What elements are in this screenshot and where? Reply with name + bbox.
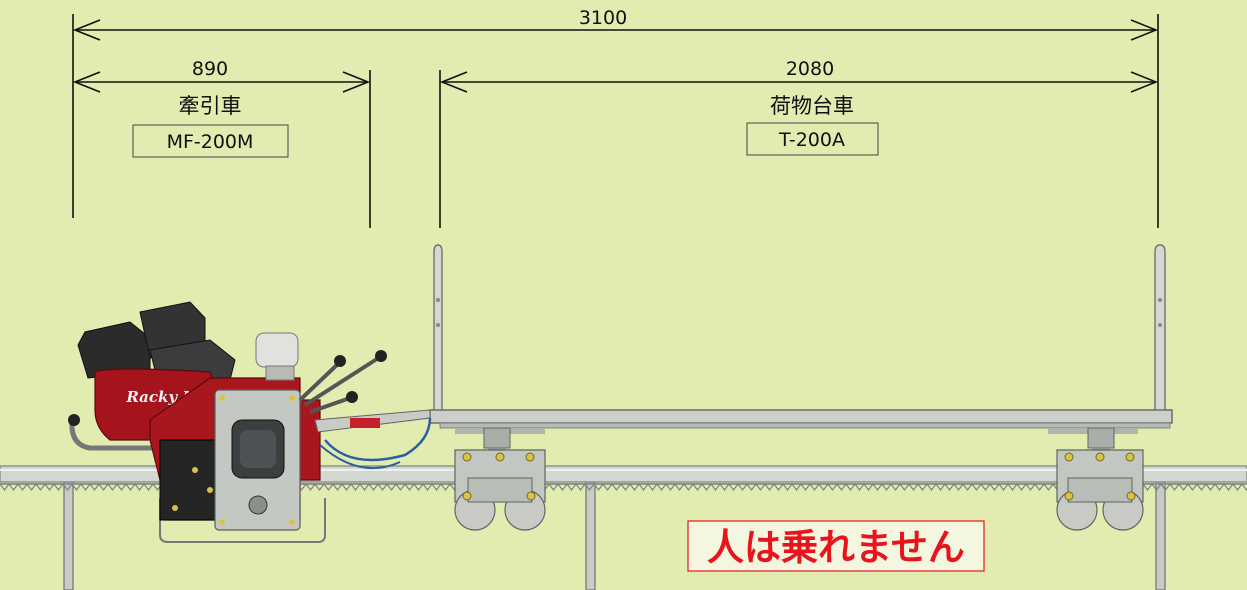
rail-post [63,481,74,590]
dimension-cart-label: 2080 [786,58,834,80]
cart-model: T-200A [778,129,845,151]
cart-unit [429,244,1173,531]
dimension-total-label: 3100 [579,7,627,29]
cart-front-bogie [454,427,546,531]
cart-platform [429,409,1173,424]
dimension-total: 3100 [72,7,1159,228]
dimension-tractor: 890 [72,58,371,228]
cart-rear-bogie [1056,427,1144,531]
cart-front-upright [433,244,443,420]
dimension-tractor-label: 890 [192,58,228,80]
tractor-side-panel [159,439,221,521]
dimension-cart: 2080 [439,58,1159,228]
rail-post [1155,481,1166,590]
warning-notice: 人は乗れません [687,520,985,572]
warning-box [687,520,985,572]
cart-model-box [746,122,879,156]
tractor-name: 牽引車 [179,94,242,118]
tractor-unit: Racky MF [68,301,432,543]
cart-name: 荷物台車 [770,94,854,118]
cart-rear-upright [1154,244,1166,420]
tractor-model-box [132,124,289,158]
rail-post [585,481,596,590]
tractor-model: MF-200M [167,131,254,153]
warning-text: 人は乗れません [707,526,965,569]
